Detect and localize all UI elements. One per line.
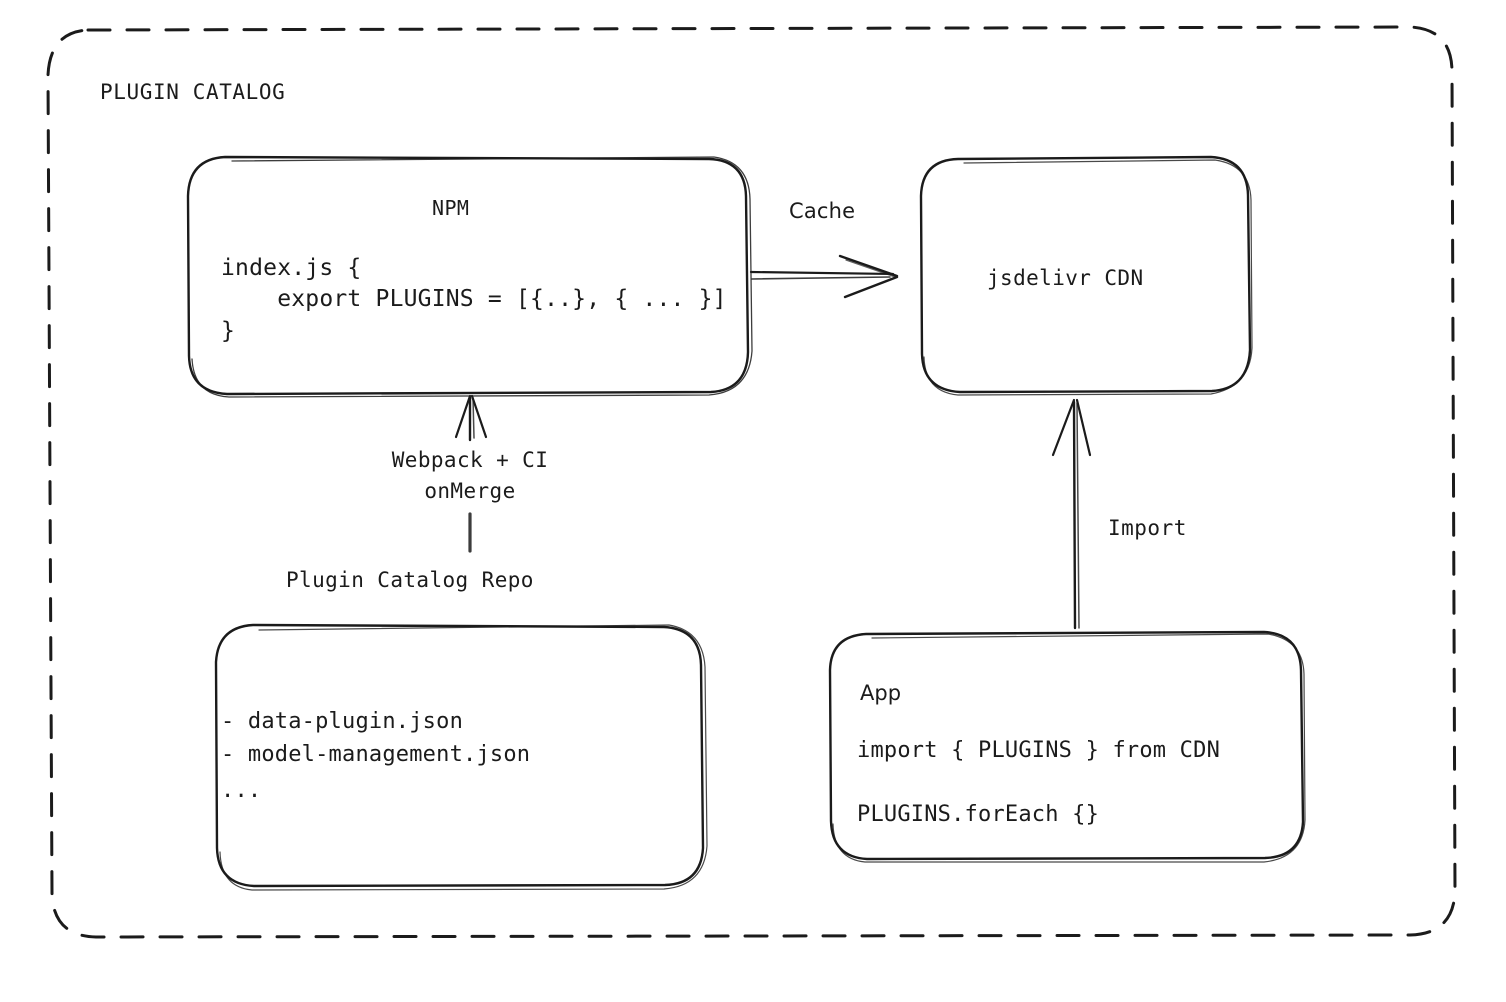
app-code-line: import { PLUGINS } from CDN [857,738,1221,763]
repo-file-item: - data-plugin.json [221,709,464,734]
npm-node-title: NPM [432,196,470,220]
build-edge-label: onMerge [424,479,516,503]
npm-code-line: } [221,318,236,344]
import-edge-label: Import [1108,516,1187,540]
build-arrow [454,394,488,442]
npm-code-line: index.js { [221,255,362,281]
build-edge-label: Webpack + CI [391,448,549,472]
repo-file-item: ... [221,778,262,803]
catalog-title: PLUGIN CATALOG [100,80,286,104]
npm-code-line: export PLUGINS = [{..}, { ... }] [221,286,727,312]
app-code-line: PLUGINS.forEach {} [857,802,1100,827]
app-node-title: App [860,681,902,705]
cache-edge-label: Cache [789,199,856,223]
cache-arrow [749,254,899,299]
import-arrow [1051,398,1092,630]
repo-file-item: - model-management.json [221,742,531,767]
repo-node-title: Plugin Catalog Repo [286,568,534,592]
cdn-node-title: jsdelivr CDN [987,266,1144,290]
